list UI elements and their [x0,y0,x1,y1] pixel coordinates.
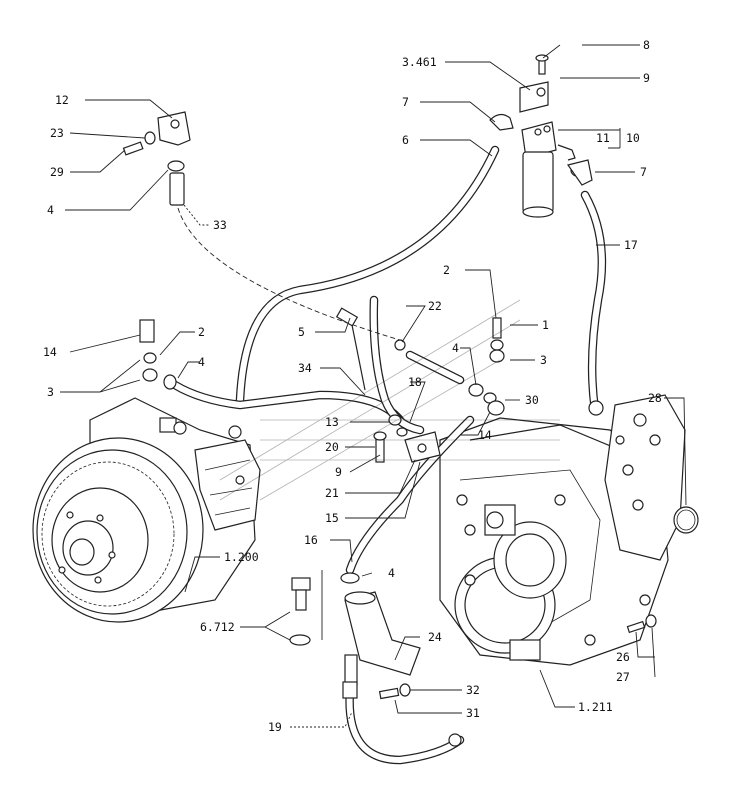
callout-12: 12 [55,93,69,107]
callout-9-top: 9 [643,71,650,85]
transmission-assembly [439,394,699,666]
callout-1-200: 1.200 [224,550,259,564]
callout-20: 20 [325,440,339,454]
callout-11: 11 [596,131,610,145]
callout-9-center: 9 [335,465,342,479]
callout-8: 8 [643,38,650,52]
callout-2-center: 2 [443,263,450,277]
callout-3-left: 3 [47,385,54,399]
callout-16: 16 [304,533,318,547]
motor-assembly [32,397,261,623]
callout-13: 13 [325,415,339,429]
callout-6: 6 [402,133,409,147]
callout-1: 1 [542,318,549,332]
callout-31: 31 [466,706,480,720]
callout-26: 26 [616,650,630,664]
leader-lines [60,44,687,728]
callout-7-top: 7 [402,95,409,109]
callout-27: 27 [616,670,630,684]
callout-10: 10 [626,131,640,145]
callout-23: 23 [50,126,64,140]
callout-32: 32 [466,683,480,697]
callout-15: 15 [325,511,339,525]
callout-2-left: 2 [198,325,205,339]
callout-22: 22 [428,299,442,313]
callout-3-461: 3.461 [402,55,437,69]
callout-30: 30 [525,393,539,407]
fittings [139,159,604,747]
callout-33: 33 [213,218,227,232]
callout-34: 34 [298,361,312,375]
callout-4-lower: 4 [388,566,395,580]
callout-21: 21 [325,486,339,500]
callout-4-top: 4 [47,203,54,217]
callout-4-left: 4 [198,355,205,369]
callout-18: 18 [408,375,422,389]
callout-29: 29 [50,165,64,179]
callout-14-center: 14 [478,428,492,442]
callout-7-right: 7 [640,165,647,179]
callout-17: 17 [624,238,638,252]
callout-5: 5 [298,325,305,339]
callout-1-211: 1.211 [578,700,613,714]
callout-19: 19 [268,720,282,734]
callout-labels: 8 3.461 9 7 11 10 6 7 12 23 29 4 33 17 2… [43,38,662,734]
callout-24: 24 [428,630,442,644]
callout-4-center: 4 [452,341,459,355]
filter-assembly [489,54,576,218]
callout-6-712: 6.712 [200,620,235,634]
callout-28: 28 [648,391,662,405]
hoses [170,145,607,765]
callout-14-left: 14 [43,345,57,359]
bracket-parts [122,111,191,206]
callout-3-right: 3 [540,353,547,367]
